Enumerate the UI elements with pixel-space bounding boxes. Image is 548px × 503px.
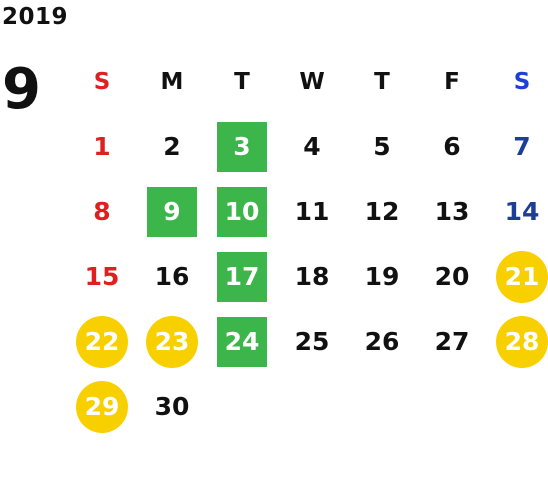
day-cell: 25 <box>277 309 347 374</box>
day-cell: 12 <box>347 179 417 244</box>
day-number: 9 <box>147 186 197 237</box>
day-cell: 29 <box>67 374 137 439</box>
weekday-tuesday: T <box>234 68 250 95</box>
year-label: 2019 <box>2 4 69 30</box>
weekday-header-row: S M T W T F S <box>67 49 548 114</box>
day-cell: 3 <box>207 114 277 179</box>
day-number: 24 <box>217 316 267 367</box>
day-cell: 16 <box>137 244 207 309</box>
day-number: 14 <box>504 197 540 226</box>
weekday-friday: F <box>444 68 460 95</box>
day-cell: 22 <box>67 309 137 374</box>
day-number: 26 <box>364 327 400 356</box>
day-cell: 8 <box>67 179 137 244</box>
day-cell: 27 <box>417 309 487 374</box>
day-number: 10 <box>217 186 267 237</box>
day-cell: 26 <box>347 309 417 374</box>
day-number: 16 <box>154 262 190 291</box>
day-number: 20 <box>434 262 470 291</box>
day-cell: 17 <box>207 244 277 309</box>
day-number: 5 <box>373 132 391 161</box>
day-cell: 5 <box>347 114 417 179</box>
weekday-wednesday: W <box>299 68 325 95</box>
calendar-week-row: 29 30 <box>67 374 548 439</box>
day-number: 12 <box>364 197 400 226</box>
day-cell: 14 <box>487 179 548 244</box>
day-cell: 7 <box>487 114 548 179</box>
calendar-week-row: 1 2 3 4 5 6 7 <box>67 114 548 179</box>
day-cell: 6 <box>417 114 487 179</box>
day-cell: 28 <box>487 309 548 374</box>
day-number: 13 <box>434 197 470 226</box>
day-number: 29 <box>76 380 128 433</box>
day-cell: 13 <box>417 179 487 244</box>
weekday-saturday: S <box>513 68 531 95</box>
day-number: 7 <box>513 132 531 161</box>
day-cell: 23 <box>137 309 207 374</box>
calendar-week-row: 8 9 10 11 12 13 14 <box>67 179 548 244</box>
day-number: 1 <box>93 132 111 161</box>
day-cell: 24 <box>207 309 277 374</box>
day-number: 27 <box>434 327 470 356</box>
day-cell: 9 <box>137 179 207 244</box>
day-number: 3 <box>217 121 267 172</box>
weekday-monday: M <box>160 68 184 95</box>
day-cell: 11 <box>277 179 347 244</box>
calendar-week-row: 15 16 17 18 19 20 21 <box>67 244 548 309</box>
day-cell: 19 <box>347 244 417 309</box>
day-number: 6 <box>443 132 461 161</box>
day-number: 18 <box>294 262 330 291</box>
day-number: 22 <box>76 315 128 368</box>
day-number: 11 <box>294 197 330 226</box>
day-cell: 1 <box>67 114 137 179</box>
day-cell: 30 <box>137 374 207 439</box>
day-number: 30 <box>154 392 190 421</box>
day-cell: 18 <box>277 244 347 309</box>
day-number: 8 <box>93 197 111 226</box>
day-number: 2 <box>163 132 181 161</box>
day-number: 19 <box>364 262 400 291</box>
day-cell: 21 <box>487 244 548 309</box>
day-number: 25 <box>294 327 330 356</box>
day-cell: 15 <box>67 244 137 309</box>
day-cell: 4 <box>277 114 347 179</box>
day-number: 4 <box>303 132 321 161</box>
day-cell: 2 <box>137 114 207 179</box>
day-number: 15 <box>84 262 120 291</box>
month-number: 9 <box>2 57 41 122</box>
day-cell: 20 <box>417 244 487 309</box>
day-number: 28 <box>496 315 548 368</box>
day-number: 17 <box>217 251 267 302</box>
weekday-thursday: T <box>374 68 390 95</box>
weekday-sunday: S <box>93 68 111 95</box>
calendar-week-row: 22 23 24 25 26 27 28 <box>67 309 548 374</box>
day-cell: 10 <box>207 179 277 244</box>
day-number: 23 <box>146 315 198 368</box>
day-number: 21 <box>496 250 548 303</box>
